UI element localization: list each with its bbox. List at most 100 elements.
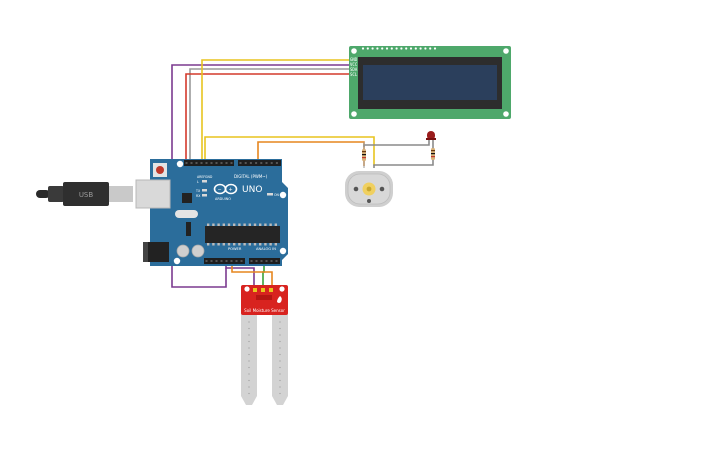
on-label: ON — [274, 193, 280, 197]
lcd-pin-label-sda: SDA — [350, 67, 358, 72]
soil-moisture-sensor[interactable]: Soil Moisture Sensor — [241, 285, 288, 405]
lcd-pin — [419, 47, 422, 50]
resistor-2-band-1 — [431, 150, 435, 152]
header-pin — [275, 260, 278, 262]
board-hole-4 — [173, 257, 181, 265]
wire-orange-sensor[interactable] — [231, 262, 273, 290]
chip-pins — [207, 223, 277, 246]
prong-dot — [248, 392, 250, 395]
header-pin — [275, 162, 278, 164]
header-pin — [235, 260, 238, 262]
red-led[interactable] — [426, 131, 436, 140]
analog-header — [249, 258, 280, 264]
header-pin — [195, 162, 198, 164]
lcd-display[interactable]: GND VCC SDA SCL — [349, 46, 511, 119]
chip-pin — [264, 223, 267, 226]
usb-b-socket — [135, 179, 171, 209]
sensor-pin-sig[interactable] — [269, 288, 273, 292]
sensor-pin-gnd[interactable] — [261, 288, 265, 292]
sensor-hole-left — [244, 286, 250, 292]
crystal — [175, 210, 198, 218]
tx-label: TX — [195, 189, 201, 193]
lcd-pin-label-gnd: GND — [350, 57, 358, 62]
prong-dot — [248, 373, 250, 375]
chip-pin — [274, 223, 277, 226]
header-pin — [200, 162, 203, 164]
header-pin — [225, 260, 228, 262]
lcd-pin — [400, 47, 403, 50]
wire-yellow-gnd[interactable] — [201, 59, 357, 163]
prong-dot — [279, 392, 281, 395]
resistor-1-band-3 — [362, 157, 366, 159]
header-pin — [210, 260, 213, 262]
lcd-pin — [371, 47, 374, 50]
header-pin — [265, 260, 268, 262]
wire-red-vcc[interactable] — [185, 73, 357, 163]
prong-dot — [279, 360, 281, 362]
board-model: UNO — [242, 185, 262, 195]
usb-metal-connector — [109, 186, 133, 202]
rx-led — [202, 194, 207, 197]
lcd-mount-hole-bl — [351, 111, 357, 117]
resistor-2[interactable] — [431, 148, 435, 160]
header-pin — [205, 260, 208, 262]
chip-pin — [227, 223, 231, 226]
chip-pin — [269, 243, 272, 246]
header-pin — [215, 162, 218, 164]
motor-terminal-right — [379, 186, 385, 192]
capacitor-2 — [191, 244, 205, 258]
chip-pin — [222, 243, 225, 246]
prong-dot — [279, 366, 281, 369]
arduino-uno-board[interactable]: DIGITAL (PWM~) AREF GND TX RX L ON − + U… — [135, 159, 288, 266]
header-pin — [240, 260, 243, 262]
chip-pin — [217, 223, 220, 226]
on-led — [267, 193, 273, 196]
prong-dot — [279, 347, 281, 349]
logo-minus: − — [218, 187, 222, 193]
motor-shaft — [366, 186, 372, 192]
header-pin — [249, 162, 252, 164]
header-pin — [230, 260, 233, 262]
prong-dot — [248, 379, 250, 382]
aref-label: AREF — [197, 175, 205, 179]
power-header-label: POWER — [228, 247, 242, 251]
lcd-mount-hole-br — [503, 111, 509, 117]
prong-dot — [279, 334, 281, 336]
wire-purple-sda[interactable] — [171, 64, 357, 288]
led-body — [427, 131, 435, 140]
lcd-mount-hole-tr — [503, 48, 509, 54]
header-pin — [185, 162, 188, 164]
wire-gray-scl[interactable] — [189, 68, 357, 163]
prong-dot — [248, 347, 250, 349]
chip-pin — [259, 243, 262, 246]
sensor-label: Soil Moisture Sensor — [244, 308, 285, 313]
motor-screw-bottom — [367, 199, 371, 203]
header-pin — [190, 162, 193, 164]
lcd-pin — [424, 47, 427, 50]
dc-motor[interactable] — [345, 171, 393, 207]
usb-chip — [182, 193, 192, 203]
header-pin — [265, 162, 268, 164]
wire-yellow-motor[interactable] — [204, 136, 375, 166]
usb-plug-body — [63, 182, 109, 206]
usb-cable[interactable]: USB — [36, 182, 133, 206]
lcd-pin — [395, 47, 398, 50]
chip-pin — [243, 243, 246, 246]
lcd-pin — [409, 47, 413, 50]
chip-pin — [212, 223, 215, 226]
header-pin — [255, 162, 258, 164]
prong-dot — [248, 360, 250, 362]
resistor-1[interactable] — [362, 142, 366, 168]
header-pin — [250, 260, 253, 262]
resistor-1-band-2 — [362, 154, 366, 156]
header-pin — [210, 162, 213, 164]
chip-pin — [233, 223, 236, 226]
reset-button[interactable] — [156, 166, 164, 174]
sensor-pin-vcc[interactable] — [253, 288, 257, 292]
resistor-2-band-2 — [431, 153, 435, 155]
prong-dot — [248, 366, 250, 369]
atmega328p-chip — [205, 226, 280, 243]
led-base — [426, 138, 436, 140]
chip-pin — [207, 223, 210, 226]
chip-pin — [238, 243, 241, 246]
